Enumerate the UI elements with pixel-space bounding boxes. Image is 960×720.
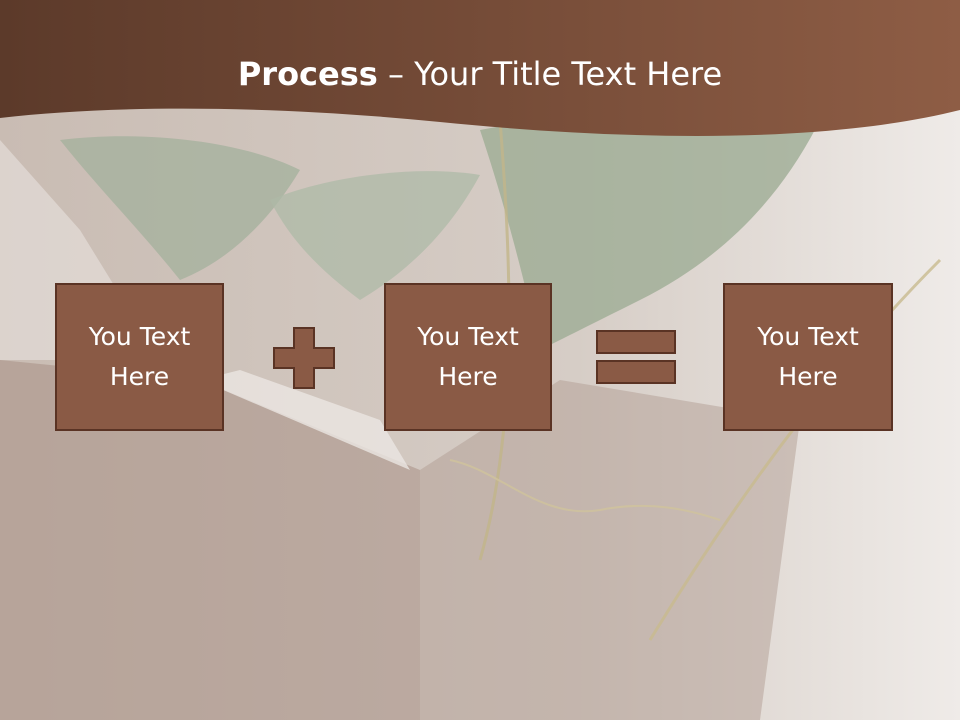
header-banner [0, 0, 960, 136]
equals-icon [596, 330, 676, 384]
title-rest: – Your Title Text Here [377, 55, 723, 93]
process-box-2: You Text Here [384, 283, 552, 431]
slide-title: Process – Your Title Text Here [0, 52, 960, 96]
plus-icon [273, 327, 335, 389]
process-box-1-text: You Text Here [88, 322, 191, 391]
process-box-1: You Text Here [55, 283, 224, 431]
process-box-2-text: You Text Here [417, 322, 519, 391]
process-box-3: You Text Here [723, 283, 893, 431]
title-bold: Process [237, 55, 378, 93]
process-box-3-text: You Text Here [757, 322, 859, 391]
